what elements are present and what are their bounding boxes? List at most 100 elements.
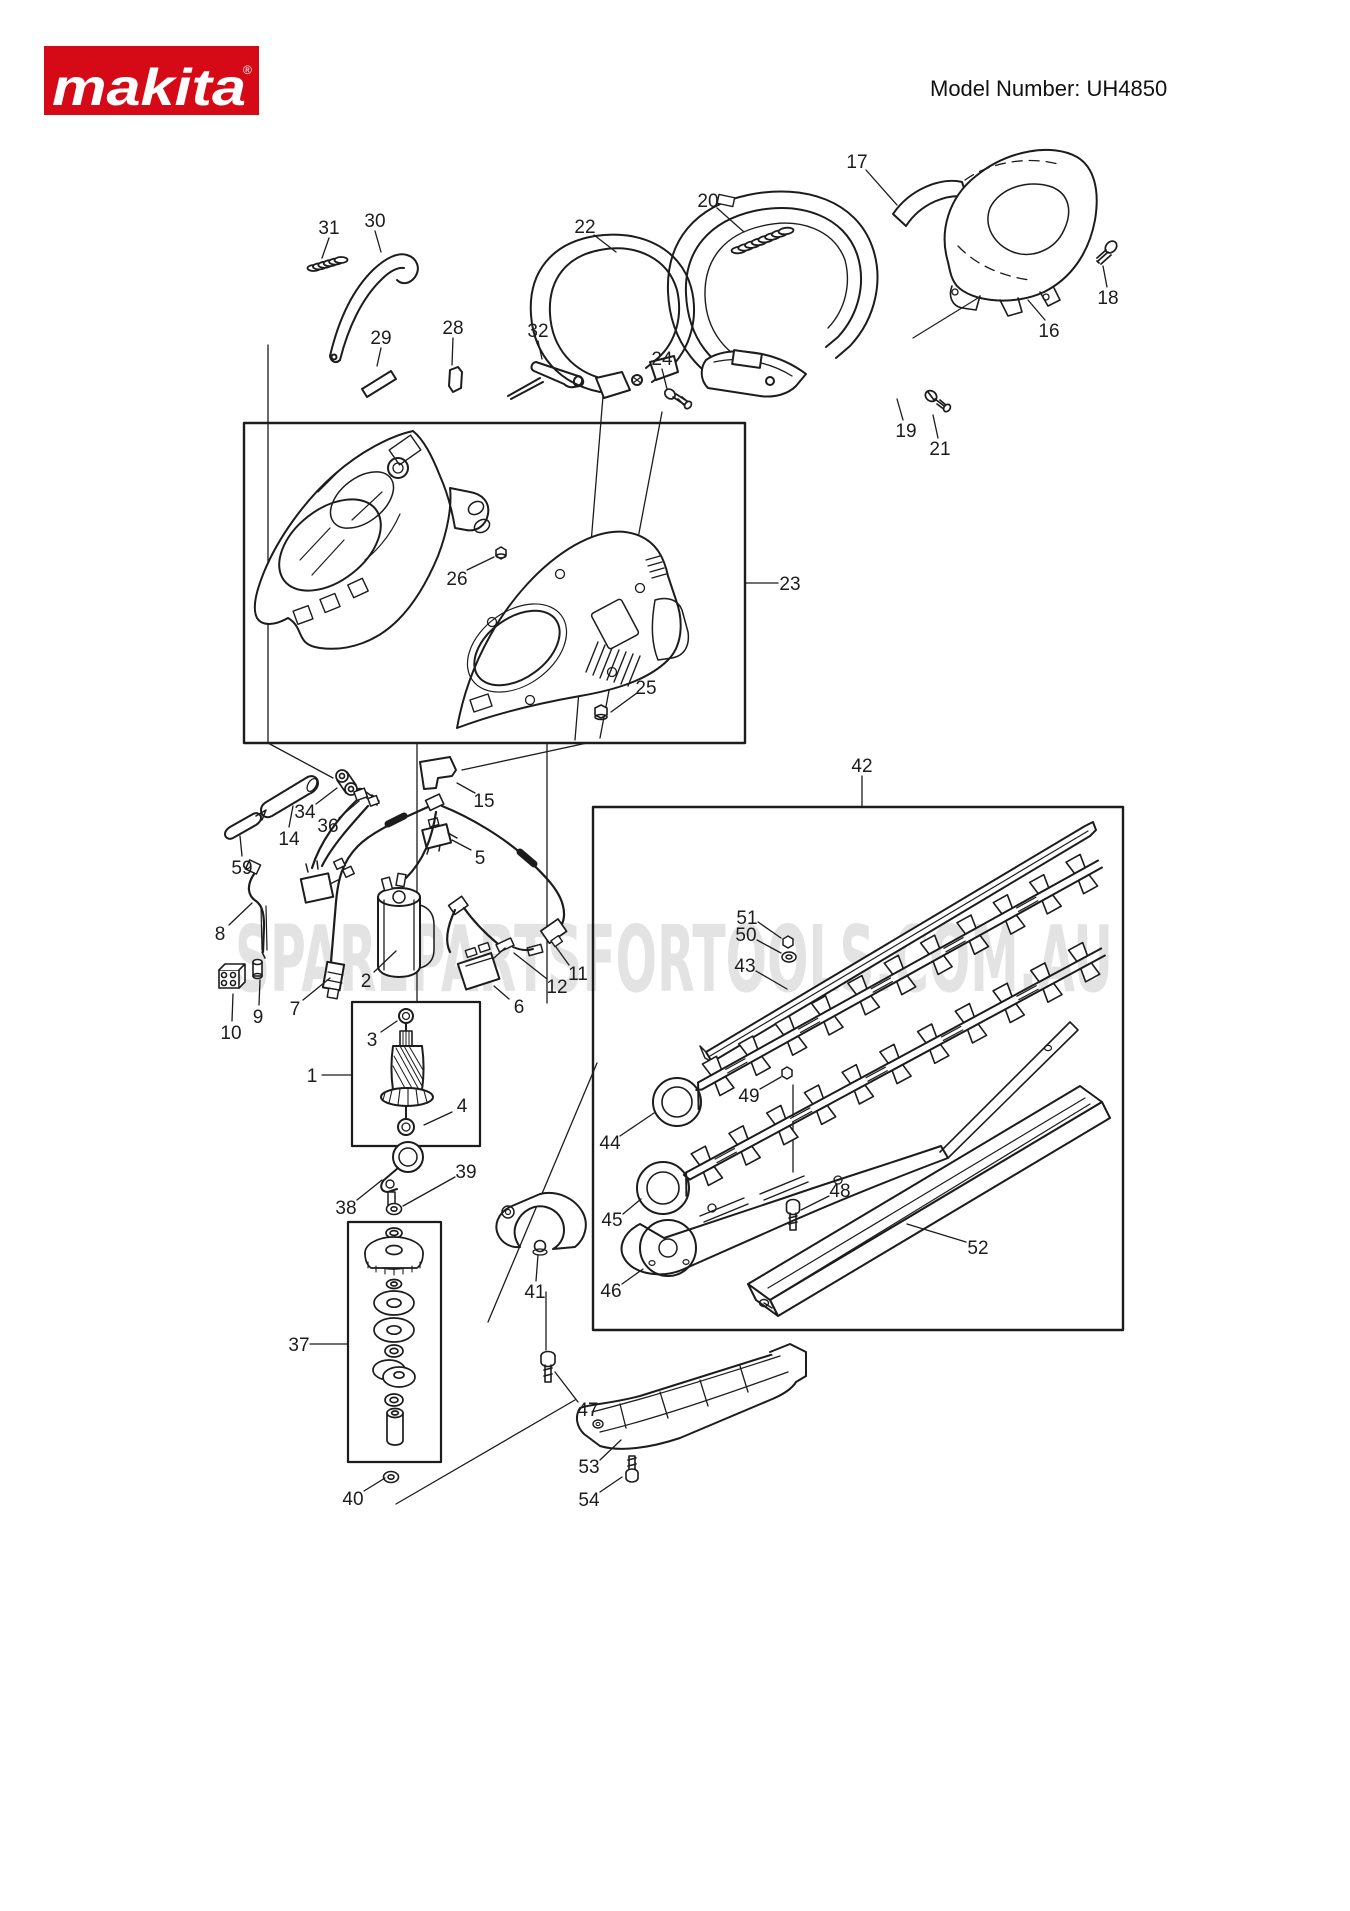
part-label-54: 54 xyxy=(578,1490,600,1511)
part-51-nut xyxy=(782,935,794,949)
logo-background xyxy=(44,46,259,115)
part-label-59: 59 xyxy=(231,858,252,879)
part-18-screw xyxy=(1096,240,1118,265)
part-label-50: 50 xyxy=(735,925,756,946)
part-16-hand-guard xyxy=(912,148,1098,339)
part-46-base-plate xyxy=(620,1021,1079,1277)
part-label-26: 26 xyxy=(446,569,467,590)
registered-trademark: ® xyxy=(243,63,252,77)
part-leader-32 xyxy=(537,340,543,360)
part-label-11: 11 xyxy=(568,964,588,985)
part-label-41: 41 xyxy=(524,1282,545,1303)
part-label-18: 18 xyxy=(1097,288,1118,309)
part-leader-59 xyxy=(239,835,243,857)
part-label-30: 30 xyxy=(364,211,385,232)
part-14-tube xyxy=(260,775,319,819)
blade-assembly-box xyxy=(591,805,1125,1332)
watermark-text: SPAREPARTSFORTOOLS.COM.AU xyxy=(235,906,1113,1013)
part-label-45: 45 xyxy=(601,1210,622,1231)
part-leader-47 xyxy=(554,1371,579,1403)
part-leader-51 xyxy=(757,921,782,939)
housing-assembly-box xyxy=(242,421,747,745)
part-label-20: 20 xyxy=(697,191,718,212)
part-label-7: 7 xyxy=(290,999,301,1020)
makita-logo: makita ® xyxy=(44,46,259,117)
part-leader-3 xyxy=(380,1020,398,1033)
part-label-21: 21 xyxy=(929,439,950,460)
part-53-chip-receiver xyxy=(575,1343,807,1450)
part-leader-45 xyxy=(622,1198,642,1215)
part-label-3: 3 xyxy=(367,1030,378,1051)
part-leader-12 xyxy=(513,952,548,980)
part-housing-right-half xyxy=(456,530,690,729)
part-21-screw xyxy=(924,389,952,413)
part-52-blade-cover xyxy=(747,1085,1111,1317)
logo-wordmark: makita xyxy=(52,59,246,117)
part-leader-20 xyxy=(716,207,745,233)
part-32-cord-guard xyxy=(507,361,585,400)
part-leader-16 xyxy=(1027,299,1046,321)
part-leader-8 xyxy=(228,902,253,926)
part-leader-49 xyxy=(759,1076,782,1090)
part-leader-5 xyxy=(451,839,472,851)
part-leader-50 xyxy=(756,939,782,954)
part-label-51: 51 xyxy=(736,908,757,929)
part-label-25: 25 xyxy=(635,678,656,699)
part-leader-19 xyxy=(896,398,904,421)
part-59-sleeve xyxy=(224,809,267,840)
part-leader-43 xyxy=(755,970,788,990)
part-8-lead-wire xyxy=(244,859,268,959)
part-label-15: 15 xyxy=(473,791,494,812)
part-25-nut xyxy=(594,704,608,721)
part-leader-52 xyxy=(906,1223,967,1243)
part-28-terminal xyxy=(448,366,463,393)
part-leader-53 xyxy=(599,1439,622,1461)
part-31-spring xyxy=(306,256,349,272)
part-leader-14 xyxy=(288,805,294,828)
part-label-34: 34 xyxy=(294,802,316,823)
part-leader-38 xyxy=(356,1179,383,1201)
part-label-32: 32 xyxy=(527,321,548,342)
part-12-leads xyxy=(446,895,544,957)
part-2-field xyxy=(377,872,435,978)
part-leader-48 xyxy=(800,1195,830,1211)
part-leader-22 xyxy=(593,234,617,253)
part-30-grip-bar xyxy=(329,253,419,364)
part-leader-18 xyxy=(1102,265,1108,288)
part-leader-30 xyxy=(374,230,382,253)
part-label-47: 47 xyxy=(577,1400,598,1421)
part-label-8: 8 xyxy=(215,924,226,945)
part-label-4: 4 xyxy=(457,1096,468,1117)
part-label-49: 49 xyxy=(738,1086,759,1107)
part-label-6: 6 xyxy=(514,997,525,1018)
part-leader-6 xyxy=(493,985,510,1000)
part-leader-29 xyxy=(376,347,382,367)
part-label-31: 31 xyxy=(318,218,339,239)
part-housing-left-half xyxy=(253,430,491,650)
part-label-36: 36 xyxy=(317,816,338,837)
part-15-bracket xyxy=(419,756,457,790)
part-leader-7 xyxy=(302,977,331,1001)
part-label-19: 19 xyxy=(895,421,916,442)
part-label-38: 38 xyxy=(335,1198,356,1219)
part-9-pin xyxy=(252,958,263,980)
part-label-29: 29 xyxy=(370,328,391,349)
part-label-2: 2 xyxy=(361,971,372,992)
part-leader-25 xyxy=(610,692,638,713)
part-leader-54 xyxy=(599,1476,623,1493)
part-label-5: 5 xyxy=(475,848,486,869)
part-label-40: 40 xyxy=(342,1489,363,1510)
part-label-52: 52 xyxy=(967,1238,988,1259)
part-45-blade xyxy=(636,941,1106,1215)
part-leader-31 xyxy=(321,237,330,259)
part-leader-46 xyxy=(621,1268,644,1285)
part-leader-24 xyxy=(661,368,668,390)
part-leader-44 xyxy=(619,1112,655,1137)
part-11-lead xyxy=(539,918,568,948)
part-label-17: 17 xyxy=(846,152,867,173)
part-37-gear-stack xyxy=(364,1227,424,1446)
part-1-armature xyxy=(380,1008,434,1136)
